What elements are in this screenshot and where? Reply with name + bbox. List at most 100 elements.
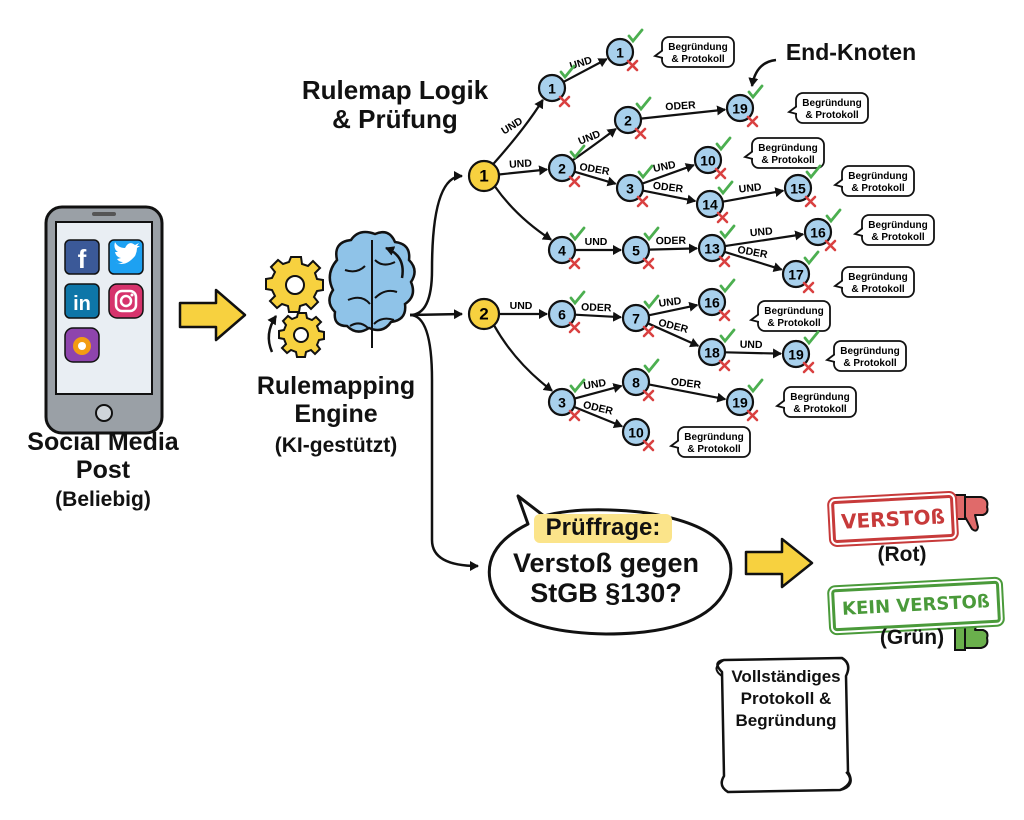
tree-link <box>648 301 699 317</box>
tree-node: 19 <box>725 387 755 417</box>
node-label: 8 <box>632 375 640 391</box>
brain-icon <box>328 230 416 348</box>
connector-label: UND <box>583 377 608 393</box>
tree-node: 15 <box>783 173 813 203</box>
cross-icon <box>716 211 729 224</box>
tree-link <box>492 99 544 165</box>
tree-node: 6 <box>547 299 577 329</box>
cross-icon <box>718 309 731 322</box>
node-label: 16 <box>810 225 826 241</box>
tree-node: 4 <box>547 235 577 265</box>
tree-link <box>724 348 783 359</box>
violation-stamp: VERSTOß <box>830 494 956 544</box>
cross-icon <box>568 321 581 334</box>
tree-link <box>573 405 624 428</box>
check-icon <box>719 278 736 294</box>
tree-link <box>724 250 783 272</box>
cross-icon <box>718 359 731 372</box>
input-arrow <box>178 288 247 342</box>
tree-link <box>724 230 805 248</box>
note-text: Begründung <box>868 220 927 231</box>
connector-label: ODER <box>670 376 702 391</box>
tree-node: 3 <box>547 387 577 417</box>
check-icon <box>643 358 660 374</box>
end-node-note: Begründung& Protokoll <box>832 266 915 298</box>
tree-node: 16 <box>697 287 727 317</box>
tree-link <box>498 165 549 176</box>
no-violation-stamp: KEIN VERSTOß <box>831 580 1001 632</box>
node-label: 18 <box>704 345 720 361</box>
cross-icon <box>568 257 581 270</box>
connector-label: UND <box>740 339 763 351</box>
cross-icon <box>642 439 655 452</box>
tree-link <box>493 185 552 241</box>
tree-link <box>648 383 727 403</box>
note-text: Begründung <box>668 42 727 53</box>
connector-label: ODER <box>737 244 769 261</box>
svg-text:f: f <box>78 244 87 274</box>
connector-label: ODER <box>665 99 696 113</box>
check-icon <box>569 290 586 306</box>
node-label: 6 <box>558 307 566 323</box>
end-node-note: Begründung& Protokoll <box>652 36 735 68</box>
end-node-note: Begründung& Protokoll <box>786 92 869 124</box>
note-text: & Protokoll <box>851 183 905 194</box>
tree-link <box>562 58 608 83</box>
note-text: & Protokoll <box>851 284 905 295</box>
result-arrow <box>744 537 814 589</box>
node-label: 2 <box>624 113 632 129</box>
cross-icon <box>804 195 817 208</box>
node-label: 15 <box>790 181 806 197</box>
tree-node: 2 <box>613 105 643 135</box>
cross-icon <box>634 127 647 140</box>
note-text: Begründung <box>848 171 907 182</box>
note-text: & Protokoll <box>761 155 815 166</box>
connector-label: ODER <box>657 317 690 336</box>
cross-icon <box>568 175 581 188</box>
tree-node: 8 <box>621 367 651 397</box>
question-text: Verstoß gegen StGB §130? <box>512 548 700 609</box>
check-icon <box>637 164 654 180</box>
cross-icon <box>558 95 571 108</box>
end-node-note: Begründung& Protokoll <box>832 165 915 197</box>
tree-node: 19 <box>725 93 755 123</box>
tree-node: 19 <box>781 339 811 369</box>
node-label: 19 <box>788 347 804 363</box>
connector-label: ODER <box>578 161 610 178</box>
cross-icon <box>802 361 815 374</box>
connector-label: ODER <box>652 180 684 196</box>
check-icon <box>643 294 660 310</box>
tree-node: 1 <box>537 73 567 103</box>
check-icon <box>825 208 842 224</box>
cross-icon <box>642 389 655 402</box>
node-label: 1 <box>616 45 624 61</box>
tree-node: 5 <box>621 235 651 265</box>
end-node-label: End-Knoten <box>785 39 917 65</box>
tree-link <box>647 322 700 348</box>
node-label: 16 <box>704 295 720 311</box>
check-icon <box>717 180 734 196</box>
note-text: & Protokoll <box>805 110 859 121</box>
connector-label: UND <box>509 157 533 170</box>
cross-icon <box>746 409 759 422</box>
node-label: 2 <box>479 305 488 324</box>
connector-label: ODER <box>656 235 687 247</box>
check-icon <box>643 226 660 242</box>
check-icon <box>803 330 820 346</box>
logic-title: Rulemap Logik & Prüfung <box>301 75 489 135</box>
tree-node: 10 <box>621 417 651 447</box>
node-label: 10 <box>700 153 716 169</box>
node-label: 3 <box>558 395 566 411</box>
cross-icon <box>718 255 731 268</box>
node-label: 17 <box>788 267 804 283</box>
node-label: 1 <box>548 81 556 97</box>
node-label: 7 <box>632 311 640 327</box>
connector-label: UND <box>658 295 682 310</box>
violation-caption: (Rot) <box>877 543 927 566</box>
tree-link <box>722 187 785 203</box>
engine-subtitle: (KI-gestützt) <box>274 434 398 457</box>
tree-link <box>641 163 695 185</box>
no-violation-caption: (Grün) <box>879 626 945 649</box>
end-node-note: Begründung& Protokoll <box>742 137 825 169</box>
connector-label: UND <box>652 159 677 176</box>
